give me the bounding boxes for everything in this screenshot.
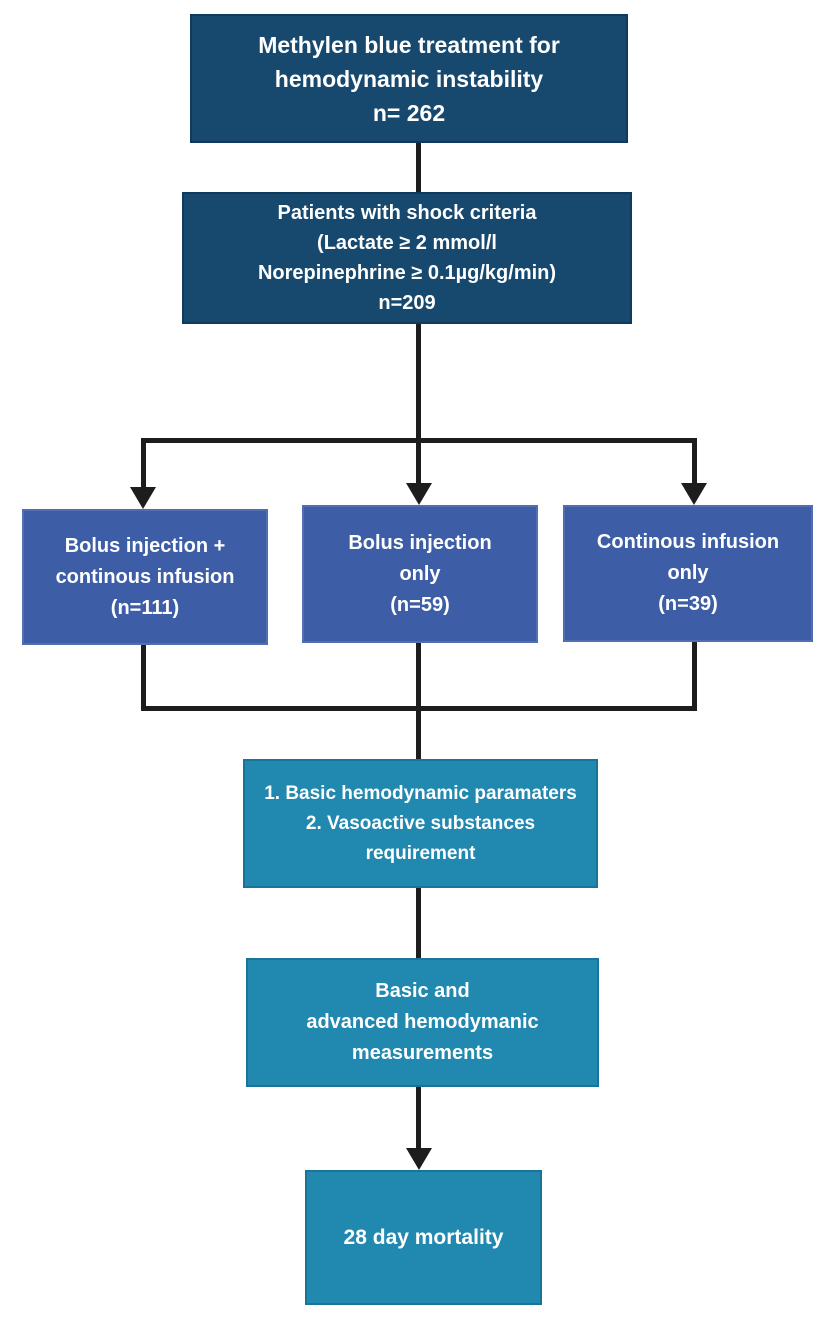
node-bolus-combo-line-3: (n=111)	[110, 596, 180, 619]
node-shock-line-4: n=209	[378, 292, 436, 314]
node-bolus-only-line-3: (n=59)	[390, 593, 450, 616]
node-study-line-3: n= 262	[372, 99, 446, 126]
connector-left-stub	[141, 645, 146, 711]
node-study-population: Methylen blue treatment for hemodynamic …	[190, 14, 628, 143]
connector-branch-right-drop	[692, 438, 697, 485]
node-study-line-1: Methylen blue treatment for	[258, 31, 560, 58]
node-bolus-combo-line-2: continous infusion	[55, 565, 235, 588]
node-bolus-only: Bolus injection only (n=59)	[302, 505, 538, 643]
connector-middle-stub	[416, 643, 421, 759]
connector-right-stub	[692, 642, 697, 711]
node-shock-line-2: (Lactate ≥ 2 mmol/l	[317, 232, 497, 254]
node-parameters-line-2: 2. Vasoactive substances	[305, 812, 536, 834]
node-study-line-2: hemodynamic instability	[274, 65, 544, 92]
node-infusion-only-line-3: (n=39)	[658, 593, 718, 615]
arrow-down-icon-left	[130, 487, 156, 509]
node-bolus-only-line-2: only	[399, 562, 441, 585]
node-shock-line-1: Patients with shock criteria	[277, 202, 537, 224]
node-bolus-combo-line-1: Bolus injection +	[64, 534, 226, 557]
node-mortality-line-1: 28 day mortality	[343, 1226, 504, 1249]
node-bolus-only-line-1: Bolus injection	[348, 531, 492, 554]
connector-branch-bar	[141, 438, 697, 443]
node-parameters-line-3: requirement	[365, 842, 476, 864]
node-measurements-line-3: measurements	[351, 1042, 494, 1064]
node-infusion-only: Continous infusion only (n=39)	[563, 505, 813, 642]
connector-branch-left-drop	[141, 438, 146, 489]
connector-converge-bar	[141, 706, 697, 711]
arrow-down-icon-right	[681, 483, 707, 505]
node-shock-criteria: Patients with shock criteria (Lactate ≥ …	[182, 192, 632, 324]
connector-shock-to-branch	[416, 324, 421, 485]
node-infusion-only-line-1: Continous infusion	[596, 531, 780, 553]
node-measurements-line-1: Basic and	[375, 980, 470, 1002]
node-parameters: 1. Basic hemodynamic paramaters 2. Vasoa…	[243, 759, 598, 888]
connector-measurements-to-mortality	[416, 1087, 421, 1150]
connector-parameters-to-measurements	[416, 888, 421, 958]
node-shock-line-3: Norepinephrine ≥ 0.1µg/kg/min)	[257, 262, 557, 284]
arrow-down-icon-mortality	[406, 1148, 432, 1170]
node-measurements-line-2: advanced hemodymanic	[306, 1011, 539, 1033]
node-mortality: 28 day mortality	[305, 1170, 542, 1305]
node-bolus-plus-infusion: Bolus injection + continous infusion (n=…	[22, 509, 268, 645]
connector-study-to-shock	[416, 143, 421, 192]
node-parameters-line-1: 1. Basic hemodynamic paramaters	[264, 782, 577, 804]
arrow-down-icon-middle	[406, 483, 432, 505]
node-measurements: Basic and advanced hemodymanic measureme…	[246, 958, 599, 1087]
node-infusion-only-line-2: only	[667, 562, 709, 584]
